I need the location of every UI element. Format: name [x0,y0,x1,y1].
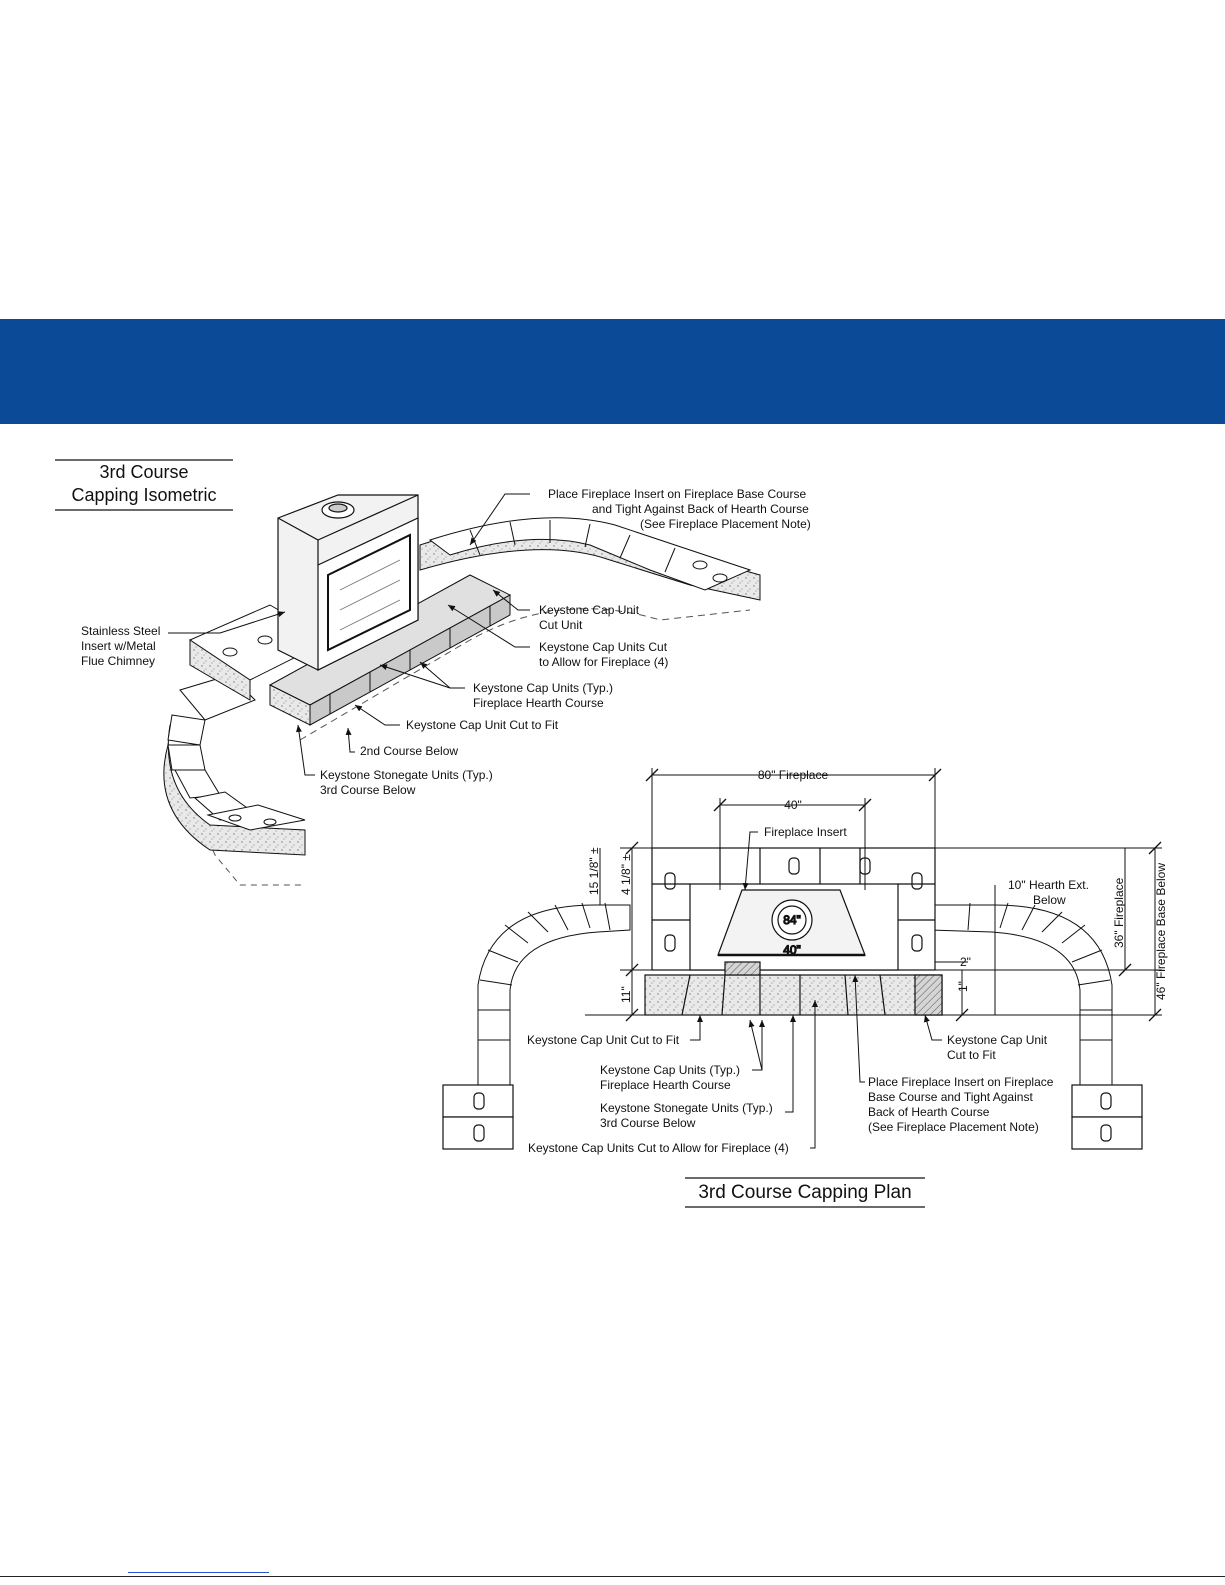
plan-callouts: Keystone Cap Unit Cut to Fit Keystone Ca… [527,974,1054,1155]
iso-callout-capfit: Keystone Cap Unit Cut to Fit [406,718,559,732]
plan-dim-15: 15 1/8" ± [587,847,601,895]
plan-dim-36: 36" Fireplace [1112,877,1126,948]
iso-callout-stonegate-l1: Keystone Stonegate Units (Typ.) [320,768,493,782]
iso-right-curve-wall [419,517,761,601]
plan-end-caps [442,1084,1143,1150]
plan-callout-stonegate-l2: 3rd Course Below [600,1116,696,1130]
plan-left-arc [477,902,631,1089]
plan-view: 84" 40" [442,768,1168,1208]
iso-callout-steel-l1: Stainless Steel [81,624,160,638]
iso-callout-insert-l1: Place Fireplace Insert on Fireplace Base… [548,487,806,501]
header-banner [0,319,1225,424]
iso-callout-insert-l2: and Tight Against Back of Hearth Course [592,502,809,516]
iso-title-line1: 3rd Course [99,462,188,482]
plan-callout-capfit-r2: Cut to Fit [947,1048,996,1062]
footer-link-underline [128,1572,269,1573]
plan-dim-2: 2" [960,955,971,969]
iso-callout-capallow-l2: to Allow for Fireplace (4) [539,655,668,669]
plan-dim-4: 4 1/8" ± [619,854,633,895]
plan-dim-insert: Fireplace Insert [764,825,847,839]
iso-fireplace-insert [277,494,419,671]
iso-callout-steel-l2: Insert w/Metal [81,639,156,653]
iso-title-line2: Capping Isometric [71,485,216,505]
iso-left-curve-wall [163,674,306,856]
plan-callout-place-l4: (See Fireplace Placement Note) [868,1120,1039,1134]
iso-callout-stonegate-l2: 3rd Course Below [320,783,416,797]
plan-callout-captyp-l2: Fireplace Hearth Course [600,1078,731,1092]
plan-callout-place-l1: Place Fireplace Insert on Fireplace [868,1075,1054,1089]
plan-dim-top40: 40" [784,798,802,812]
plan-dim-hearth-l2: Below [1033,893,1066,907]
plan-callout-capfit-left: Keystone Cap Unit Cut to Fit [527,1033,680,1047]
iso-callout-insert-l3: (See Fireplace Placement Note) [640,517,811,531]
plan-insert-leader [742,831,758,891]
iso-footprint-dashed-left [199,819,305,886]
iso-callout-captyp-l2: Fireplace Hearth Course [473,696,604,710]
plan-dim-84: 84" [783,913,801,927]
iso-callouts: Place Fireplace Insert on Fireplace Base… [81,487,811,797]
plan-dim-80: 80" Fireplace [758,768,829,782]
plan-fireplace-insert: 84" 40" [717,889,866,958]
plan-dim-46: 46" Fireplace Base Below [1154,863,1168,1000]
plan-dim-ticks [625,768,1162,1022]
plan-dimensions [585,768,1162,1016]
iso-callout-capcut-l1: Keystone Cap Unit [539,603,640,617]
iso-callout-capallow-l1: Keystone Cap Units Cut [539,640,668,654]
iso-callout-2nd-course: 2nd Course Below [360,744,458,758]
iso-footprint-dashed [299,608,751,741]
footer-rule [0,1576,1225,1577]
iso-callout-steel-l3: Flue Chimney [81,654,155,668]
iso-callout-capcut-l2: Cut Unit [539,618,583,632]
plan-callout-capallow: Keystone Cap Units Cut to Allow for Fire… [528,1141,789,1155]
plan-callout-place-l3: Back of Hearth Course [868,1105,990,1119]
plan-callout-capfit-r1: Keystone Cap Unit [947,1033,1048,1047]
iso-callout-captyp-l1: Keystone Cap Units (Typ.) [473,681,613,695]
plan-title: 3rd Course Capping Plan [698,1182,911,1203]
plan-callout-stonegate-l1: Keystone Stonegate Units (Typ.) [600,1101,773,1115]
plan-hearth-course [644,961,943,1016]
plan-callout-captyp-l1: Keystone Cap Units (Typ.) [600,1063,740,1077]
isometric-view: 3rd Course Capping Isometric [55,459,811,886]
plan-dim-11: 11" [619,986,633,1003]
plan-dim-1: 1" [956,981,970,992]
plan-dim-hearth-l1: 10" Hearth Ext. [1008,878,1089,892]
plan-dim-inner40: 40" [783,943,801,957]
plan-callout-place-l2: Base Course and Tight Against [868,1090,1033,1104]
